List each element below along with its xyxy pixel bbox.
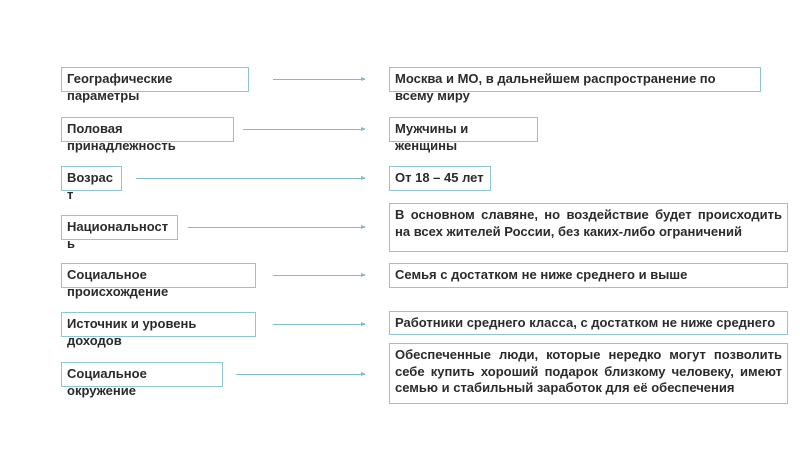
param-age: Возраст — [61, 166, 122, 202]
param-social-environment: Социальное окружение — [61, 362, 223, 398]
arrow-icon — [136, 176, 366, 180]
param-geography: Географические параметры — [61, 67, 249, 103]
arrow-icon — [243, 127, 366, 131]
param-gender: Половая принадлежность — [61, 117, 234, 153]
value-income: Работники среднего класса, с достатком н… — [389, 311, 788, 335]
value-social-environment: Обеспеченные люди, которые нередко могут… — [389, 343, 788, 404]
arrow-icon — [273, 273, 366, 277]
arrow-icon — [273, 322, 366, 326]
value-gender: Мужчины и женщины — [389, 117, 538, 153]
param-nationality: Национальность — [61, 215, 178, 251]
param-social-origin: Социальное происхождение — [61, 263, 256, 299]
param-income: Источник и уровень доходов — [61, 312, 256, 348]
value-geography: Москва и МО, в дальнейшем распространени… — [389, 67, 761, 103]
arrow-icon — [188, 225, 366, 229]
arrow-icon — [273, 77, 366, 81]
arrow-icon — [236, 372, 366, 376]
value-age: От 18 – 45 лет — [389, 166, 491, 191]
value-nationality: В основном славяне, но воздействие будет… — [389, 203, 788, 252]
value-social-origin: Семья с достатком не ниже среднего и выш… — [389, 263, 788, 288]
